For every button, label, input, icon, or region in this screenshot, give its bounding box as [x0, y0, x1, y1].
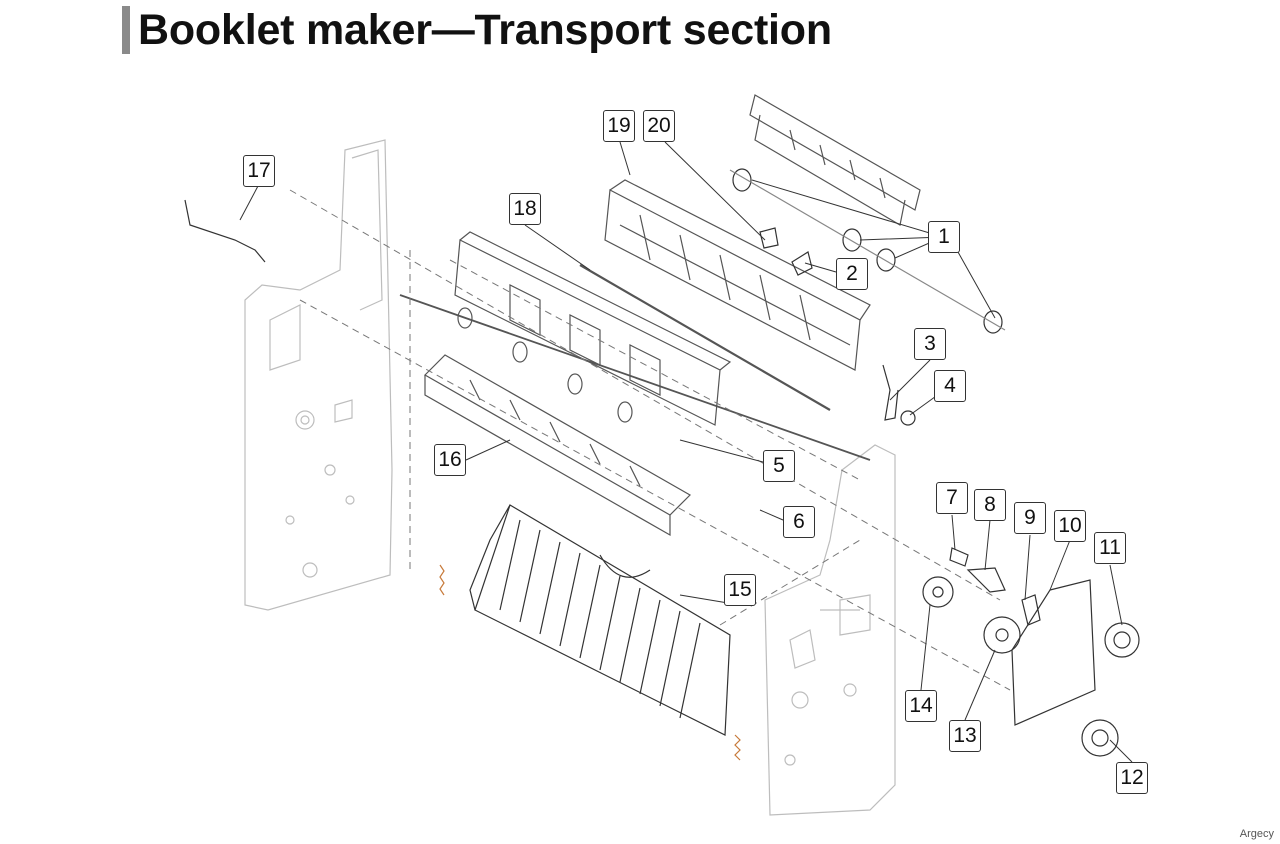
page-title: Booklet maker—Transport section [138, 6, 832, 54]
callout-3: 3 [914, 328, 946, 360]
callout-9: 9 [1014, 502, 1046, 534]
callout-2: 2 [836, 258, 868, 290]
leader-line [679, 439, 764, 463]
leader-line [920, 604, 931, 691]
callout-10: 10 [1054, 510, 1086, 542]
callout-6: 6 [783, 506, 815, 538]
leader-line [759, 509, 784, 521]
upper-guide-plate [604, 179, 871, 371]
callout-1: 1 [928, 221, 960, 253]
right-side-frame [764, 444, 896, 816]
assembly-line [299, 299, 1011, 691]
callout-8: 8 [974, 489, 1006, 521]
assembly-line [449, 259, 861, 481]
callout-11: 11 [1094, 532, 1126, 564]
title-accent-bar [122, 6, 130, 54]
middle-guide-plate [454, 231, 732, 426]
callout-20: 20 [643, 110, 675, 142]
callout-16: 16 [434, 444, 466, 476]
callout-14: 14 [905, 690, 937, 722]
leader-line [1109, 739, 1133, 763]
leader-line [465, 439, 511, 461]
left-side-frame [244, 139, 393, 611]
leader-line [751, 179, 996, 319]
transport-cover [469, 504, 731, 736]
callout-12: 12 [1116, 762, 1148, 794]
callout-19: 19 [603, 110, 635, 142]
leader-line [889, 359, 931, 401]
spring-right [734, 734, 741, 761]
leader-line [1024, 534, 1031, 601]
leader-line [664, 141, 766, 241]
drive-shaft-rollers [399, 294, 871, 461]
spring-left [439, 564, 445, 596]
callout-15: 15 [724, 574, 756, 606]
assembly-line [289, 189, 1001, 601]
callout-18: 18 [509, 193, 541, 225]
leader-line [951, 514, 956, 551]
leader-line [1109, 564, 1123, 626]
leader-line [804, 262, 837, 273]
callout-7: 7 [936, 482, 968, 514]
callout-4: 4 [934, 370, 966, 402]
leader-line [524, 224, 591, 271]
leader-line [239, 185, 259, 221]
callout-5: 5 [763, 450, 795, 482]
leader-line [1049, 539, 1071, 591]
callout-13: 13 [949, 720, 981, 752]
top-rear-bracket [749, 94, 921, 226]
leader-line [984, 519, 991, 571]
assembly-line [719, 539, 861, 626]
watermark: Argecy [1239, 828, 1274, 840]
lower-guide [424, 354, 691, 537]
cable-harness [184, 199, 266, 263]
guide-rod [579, 264, 831, 411]
leader-line [619, 141, 631, 176]
small-parts [759, 227, 1140, 757]
leader-line [964, 649, 996, 721]
callout-17: 17 [243, 155, 275, 187]
